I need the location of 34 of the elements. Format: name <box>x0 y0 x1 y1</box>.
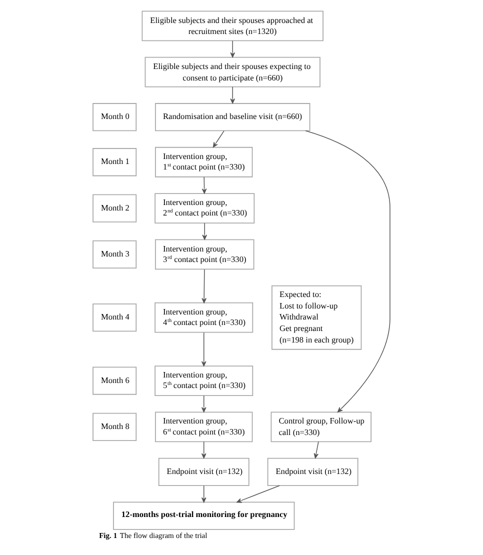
node-box: Intervention group, 4$^{th}$ contact point (n=330) <box>154 302 254 333</box>
node-box: Intervention group, 6$^{st}$ contact point (n=330) <box>154 412 253 442</box>
node-box: Intervention group, 1$^{st}$ contact point (n=330) <box>154 146 253 178</box>
node-box: Eligible subjects and their spouses expecting to consent to participate (n=660) <box>144 56 320 88</box>
arrow <box>201 485 206 503</box>
arrow <box>201 395 206 412</box>
node-box: Month 0 <box>92 103 137 132</box>
node-box: Control group, Follow-up call (n=330) <box>270 412 372 442</box>
node-box: Endpoint visit (n=132) <box>267 458 358 486</box>
arrow <box>202 269 206 304</box>
node-box: 12-months post-trial monitoring for pregnancy <box>113 502 295 530</box>
arrow <box>212 130 224 148</box>
node-box: Expected to: Lost to follow-up Withdrawal Get pregnant (n=198 in each group) <box>272 285 362 350</box>
node-box: Month 6 <box>92 366 137 395</box>
arrow <box>230 86 236 104</box>
node-box: Endpoint visit (n=132) <box>158 458 250 486</box>
arrow <box>230 40 236 58</box>
arrow <box>202 176 207 194</box>
node-box: Month 8 <box>92 412 137 441</box>
node-box: Month 3 <box>92 240 137 268</box>
node-box: Randomisation and baseline visit (n=660) <box>154 103 310 132</box>
arrow <box>305 130 390 412</box>
arrow <box>201 332 206 366</box>
arrow <box>201 441 206 458</box>
node-box: Month 2 <box>92 194 137 222</box>
node-box: Month 4 <box>92 304 137 332</box>
node-box: Intervention group, 2$^{nd}$ contact point (n=330) <box>154 193 255 224</box>
node-box: Intervention group, 5$^{th}$ contact point (n=330) <box>154 366 254 396</box>
node-box: Month 1 <box>92 148 137 176</box>
caption: Fig. 1 The flow diagram of the trial <box>99 530 208 540</box>
arrow <box>202 222 208 240</box>
node-box: Eligible subjects and their spouses approached at recruitment sites (n=1320) <box>142 10 324 42</box>
node-box: Intervention group, 3$^{rd}$ contact point (n=330) <box>154 239 254 270</box>
arrow <box>314 441 319 458</box>
